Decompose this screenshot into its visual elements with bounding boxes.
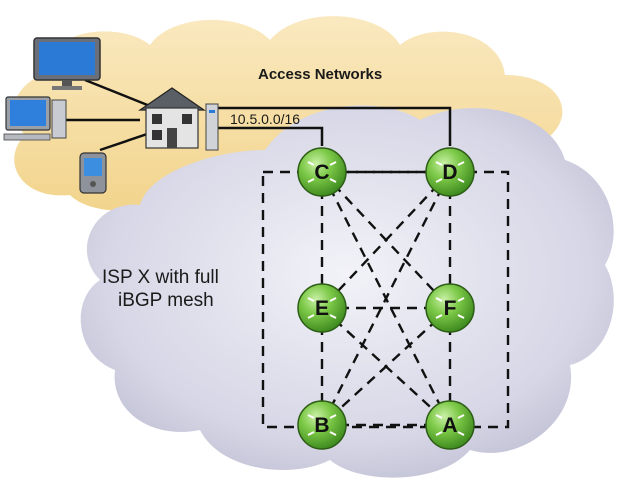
router-icon — [297, 147, 347, 197]
pda-icon — [79, 152, 107, 194]
router-label: F — [444, 297, 457, 320]
isp-cloud — [80, 105, 614, 478]
router-label: A — [442, 414, 457, 437]
router-a[interactable]: A — [425, 400, 475, 450]
router-icon — [425, 400, 475, 450]
router-icon — [297, 400, 347, 450]
router-d[interactable]: D — [425, 147, 475, 197]
desktop-computer-icon — [3, 96, 67, 141]
router-icon — [425, 147, 475, 197]
router-c[interactable]: C — [297, 147, 347, 197]
isp-label-line1: ISP X with full — [102, 267, 219, 288]
router-f[interactable]: F — [425, 283, 475, 333]
subnet-label: 10.5.0.0/16 — [230, 111, 300, 127]
router-label: E — [315, 297, 329, 320]
isp-label-line2: iBGP mesh — [118, 290, 214, 311]
access-networks-label: Access Networks — [258, 66, 382, 83]
router-label: C — [314, 161, 329, 184]
mesh-outer-ring — [261, 170, 510, 429]
router-label: D — [442, 161, 457, 184]
router-b[interactable]: B — [297, 400, 347, 450]
house-icon — [138, 87, 219, 151]
monitor-icon — [33, 37, 101, 90]
router-e[interactable]: E — [297, 283, 347, 333]
router-label: B — [314, 414, 329, 437]
router-icon — [425, 283, 475, 333]
router-icon — [297, 283, 347, 333]
